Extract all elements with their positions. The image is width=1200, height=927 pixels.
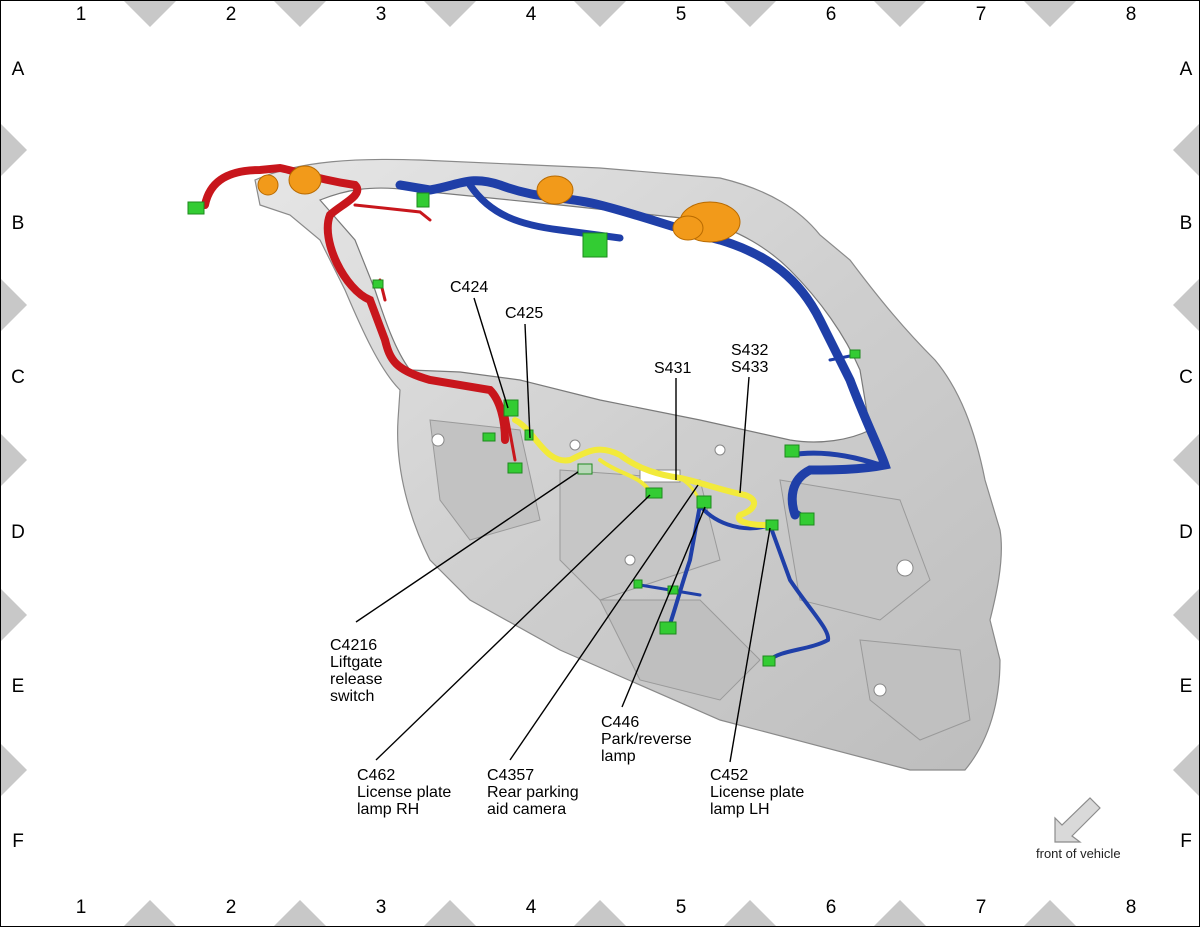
grid-marker-diamond [1,124,27,176]
grid-row-label-right: C [1179,367,1193,388]
grommets [257,165,741,243]
grid-col-label-top: 6 [825,4,837,25]
grid-marker-diamond [1173,589,1199,641]
grid-col-label-bottom: 2 [225,897,237,918]
grid-marker-diamond [574,1,626,27]
grid-row-label-left: D [11,522,25,543]
grid-marker-diamond [274,1,326,27]
grid-marker-diamond [874,900,926,926]
grid-marker-diamond [1,589,27,641]
grid-col-label-bottom: 3 [375,897,387,918]
grid-marker-diamond [1,279,27,331]
grid-markers-bottom [124,900,1076,926]
callout-c4357: C4357 Rear parking aid camera [487,767,579,818]
grid-col-label-top: 8 [1125,4,1137,25]
grid-row-label-left: C [11,367,25,388]
grid-marker-diamond [1173,744,1199,796]
callout-c462: C462 License plate lamp RH [357,767,452,818]
grid-col-label-bottom: 7 [975,897,987,918]
grid-markers-top [124,1,1076,27]
grid-markers-right [1173,124,1199,796]
grid-marker-diamond [1,744,27,796]
harness-blue [395,176,891,662]
grid-col-label-bottom: 1 [75,897,87,918]
grid-marker-diamond [724,900,776,926]
grid-marker-diamond [1024,900,1076,926]
front-of-vehicle-label: front of vehicle [1036,846,1121,861]
grid-marker-diamond [1,434,27,486]
callout-c446: C446 Park/reverse lamp [601,714,692,765]
callout-s432-s433: S432 S433 [731,342,769,376]
grid-row-label-left: E [11,676,25,697]
grid-markers-left [1,124,27,796]
grid-marker-diamond [874,1,926,27]
grid-col-label-bottom: 5 [675,897,687,918]
grid-row-label-right: F [1180,831,1192,852]
callout-c452: C452 License plate lamp LH [710,767,805,818]
grid-col-label-bottom: 4 [525,897,537,918]
leader-lines [355,297,771,763]
grid-col-label-top: 5 [675,4,687,25]
grid-marker-diamond [1024,1,1076,27]
grid-row-label-left: B [11,213,25,234]
grid-marker-diamond [1173,124,1199,176]
grid-row-label-right: D [1179,522,1193,543]
grid-row-label-right: A [1179,59,1193,80]
callout-c425: C425 [505,305,544,322]
grid-col-label-top: 3 [375,4,387,25]
grid-marker-diamond [724,1,776,27]
grid-marker-diamond [424,1,476,27]
grid-row-label-left: A [11,59,25,80]
front-of-vehicle-arrow-icon [1054,797,1101,843]
grid-row-label-right: E [1179,676,1193,697]
connectors [187,192,861,667]
grid-col-label-top: 1 [75,4,87,25]
grid-col-label-top: 4 [525,4,537,25]
callout-c424: C424 [450,279,489,296]
grid-marker-diamond [1173,279,1199,331]
grid-marker-diamond [124,1,176,27]
grid-col-label-bottom: 6 [825,897,837,918]
grid-row-label-left: F [12,831,24,852]
grid-col-label-top: 7 [975,4,987,25]
grid-marker-diamond [1173,434,1199,486]
callout-c4216: C4216 Liftgate release switch [330,637,383,705]
grid-marker-diamond [274,900,326,926]
grid-marker-diamond [424,900,476,926]
grid-col-label-top: 2 [225,4,237,25]
callout-s431: S431 [654,360,692,377]
grid-marker-diamond [124,900,176,926]
grid-marker-diamond [574,900,626,926]
grid-row-label-right: B [1179,213,1193,234]
grid-col-label-bottom: 8 [1125,897,1137,918]
